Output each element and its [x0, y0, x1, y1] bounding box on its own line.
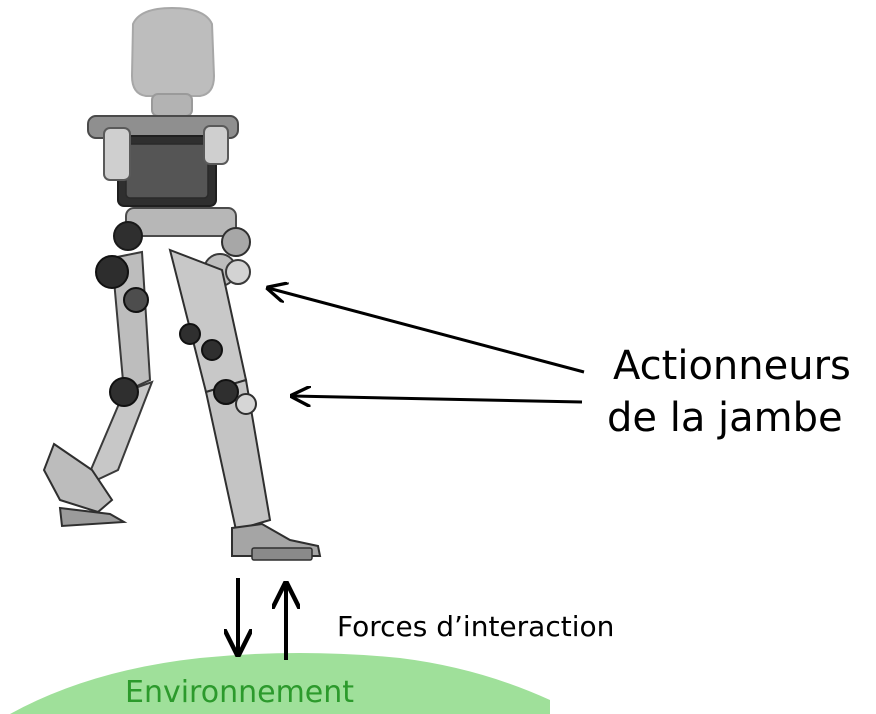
actuator-arrow-upper	[268, 288, 585, 374]
ground-hill	[10, 653, 550, 714]
actuators-label-line-2: de la jambe	[607, 395, 843, 441]
forces-label: Forces d’interaction	[337, 610, 615, 643]
environment-label: Environnement	[125, 675, 355, 710]
actuators-label-line-1: Actionneurs	[613, 343, 851, 389]
actuator-arrow-lower	[292, 396, 583, 402]
humanoid-robot-icon	[42, 6, 322, 561]
